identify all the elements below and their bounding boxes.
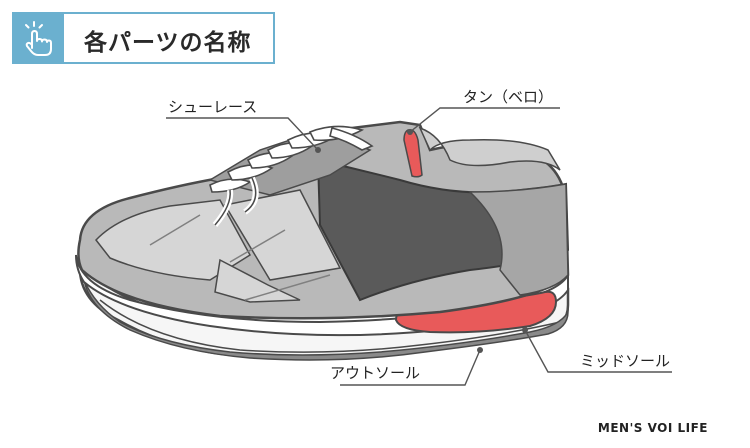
leader-outsole	[340, 349, 481, 386]
brand-watermark: MEN'S VOI LIFE	[597, 421, 708, 435]
callout-lines	[166, 107, 672, 386]
leader-shoelace	[166, 117, 319, 151]
tongue-shape	[403, 128, 423, 178]
page-title: 各パーツの名称	[84, 30, 252, 56]
section-header: 各パーツの名称	[12, 12, 275, 64]
leader-midsole	[524, 329, 672, 373]
label-tongue: タン（ベロ）	[463, 88, 554, 106]
label-outsole: アウトソール	[330, 364, 421, 382]
shoelaces	[209, 125, 374, 227]
label-shoelace: シューレース	[168, 98, 258, 116]
leader-tongue	[409, 107, 560, 133]
tap-hand-icon	[14, 14, 64, 62]
label-midsole: ミッドソール	[580, 352, 671, 370]
